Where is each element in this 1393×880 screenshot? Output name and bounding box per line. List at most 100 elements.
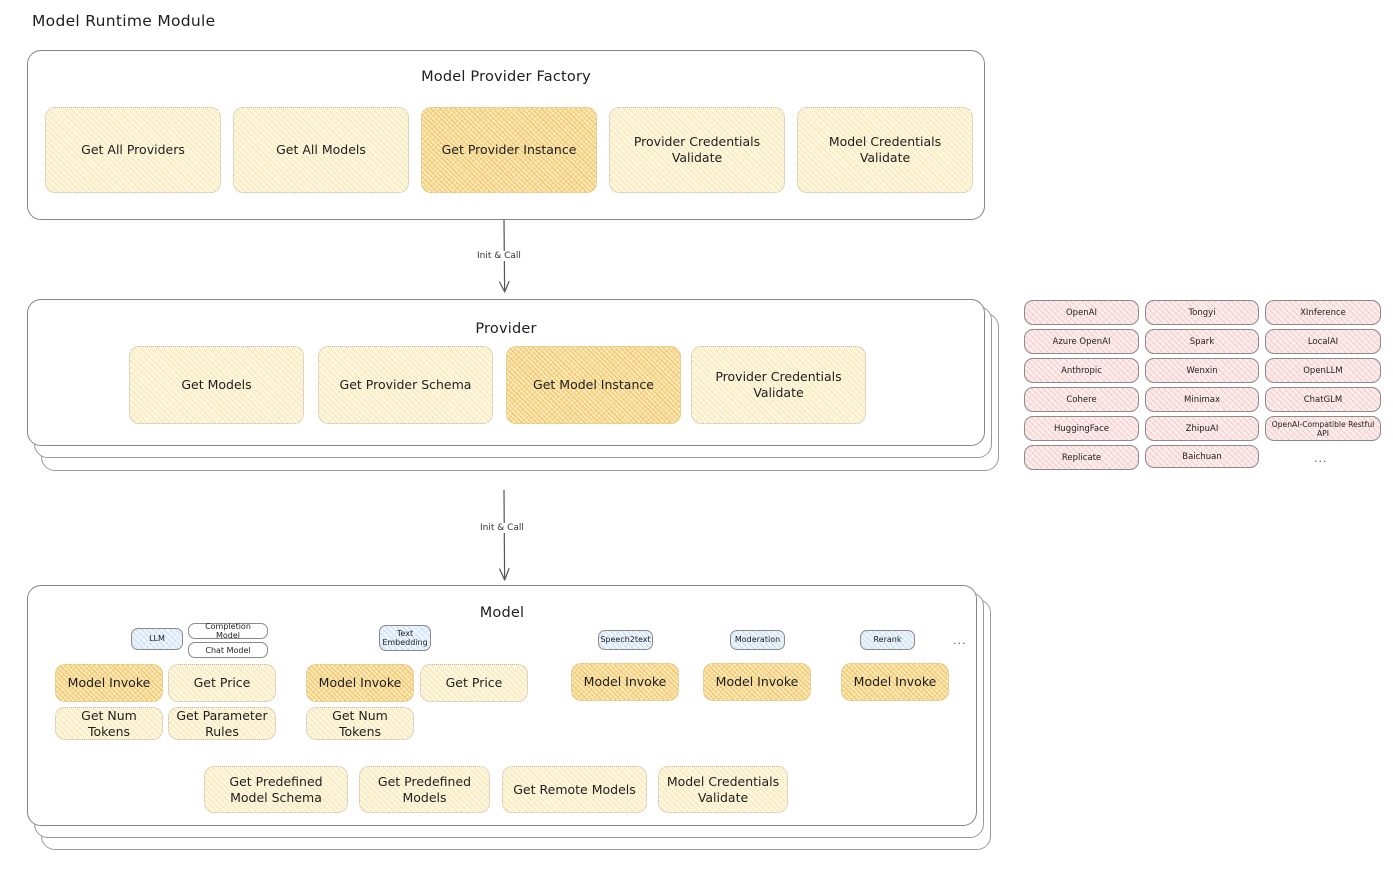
llm-op-get-parameter-rules[interactable]: Get Parameter Rules bbox=[168, 707, 276, 740]
panel-model-provider-factory: Model Provider Factory Get All Providers… bbox=[27, 50, 985, 220]
provider-chip-cohere[interactable]: Cohere bbox=[1024, 387, 1139, 412]
provider-chip-chatglm[interactable]: ChatGLM bbox=[1265, 387, 1381, 412]
op-label: Get Predefined Model Schema bbox=[229, 773, 323, 805]
op-label: Get Price bbox=[193, 675, 251, 691]
model-common-op-get-predefined-models[interactable]: Get Predefined Models bbox=[359, 766, 490, 813]
op-label: Get Remote Models bbox=[513, 781, 636, 797]
model-type-chip-text-embedding[interactable]: Text Embedding bbox=[379, 625, 431, 651]
provider-chip-openai[interactable]: OpenAI bbox=[1024, 300, 1139, 325]
provider-chip-localai[interactable]: LocalAI bbox=[1265, 329, 1381, 354]
op-label: Model Credentials Validate bbox=[666, 773, 780, 805]
factory-box-get-all-providers[interactable]: Get All Providers bbox=[45, 107, 221, 193]
provider-chip-label: Baichuan bbox=[1182, 451, 1222, 462]
factory-box-label: Get All Models bbox=[276, 142, 366, 158]
factory-box-get-all-models[interactable]: Get All Models bbox=[233, 107, 409, 193]
provider-chip-minimax[interactable]: Minimax bbox=[1145, 387, 1259, 412]
llm-op-get-num-tokens[interactable]: Get Num Tokens bbox=[55, 707, 163, 740]
panel-title-provider: Provider bbox=[475, 321, 537, 337]
page-title: Model Runtime Module bbox=[32, 12, 216, 30]
model-type-chip-speech2text[interactable]: Speech2text bbox=[598, 630, 653, 650]
model-type-label: Text Embedding bbox=[382, 628, 428, 647]
op-label: Model Invoke bbox=[715, 674, 799, 690]
provider-box-get-model-instance[interactable]: Get Model Instance bbox=[506, 346, 681, 424]
model-type-chip-rerank[interactable]: Rerank bbox=[860, 630, 915, 650]
llm-op-get-price[interactable]: Get Price bbox=[168, 664, 276, 702]
op-label: Get Price bbox=[445, 675, 503, 691]
factory-box-label: Get Provider Instance bbox=[441, 142, 577, 158]
op-label: Model Invoke bbox=[67, 675, 151, 691]
factory-box-label: Get All Providers bbox=[81, 142, 185, 158]
provider-chip-label: OpenLLM bbox=[1303, 365, 1343, 376]
model-common-op-get-remote-models[interactable]: Get Remote Models bbox=[502, 766, 647, 813]
op-label: Model Invoke bbox=[318, 675, 402, 691]
model-common-op-get-predefined-model-schema[interactable]: Get Predefined Model Schema bbox=[204, 766, 348, 813]
factory-box-provider-credentials-validate[interactable]: Provider Credentials Validate bbox=[609, 107, 785, 193]
provider-chip-label: LocalAI bbox=[1307, 336, 1339, 347]
llm-op-model-invoke[interactable]: Model Invoke bbox=[55, 664, 163, 702]
provider-chip-openllm[interactable]: OpenLLM bbox=[1265, 358, 1381, 383]
provider-box-label: Provider Credentials Validate bbox=[715, 369, 842, 400]
text-embedding-op-get-num-tokens[interactable]: Get Num Tokens bbox=[306, 707, 414, 740]
rerank-op-model-invoke[interactable]: Model Invoke bbox=[841, 663, 949, 701]
factory-box-label: Provider Credentials Validate bbox=[633, 134, 761, 165]
moderation-op-model-invoke[interactable]: Model Invoke bbox=[703, 663, 811, 701]
provider-chip-label: Azure OpenAI bbox=[1052, 336, 1111, 347]
model-subtype-label: Completion Model bbox=[205, 622, 251, 640]
provider-box-label: Get Model Instance bbox=[533, 377, 654, 393]
provider-chip-azure-openai[interactable]: Azure OpenAI bbox=[1024, 329, 1139, 354]
op-label: Get Num Tokens bbox=[332, 707, 388, 739]
factory-box-model-credentials-validate[interactable]: Model Credentials Validate bbox=[797, 107, 973, 193]
arrow-label-init-and-call-1: Init & Call bbox=[474, 251, 524, 261]
panel-title-model: Model bbox=[479, 605, 525, 621]
provider-box-label: Get Provider Schema bbox=[339, 377, 472, 393]
provider-chip-label: Minimax bbox=[1184, 394, 1220, 405]
provider-chip-label: ChatGLM bbox=[1303, 394, 1343, 405]
model-subtype-chip-completion-model[interactable]: Completion Model bbox=[188, 622, 268, 640]
op-label: Model Invoke bbox=[853, 674, 937, 690]
provider-box-provider-credentials-validate[interactable]: Provider Credentials Validate bbox=[691, 346, 866, 424]
model-subtype-chip-chat-model[interactable]: Chat Model bbox=[188, 642, 268, 658]
model-type-label: Rerank bbox=[873, 635, 902, 645]
model-type-label: Speech2text bbox=[600, 635, 651, 645]
provider-chip-label: HuggingFace bbox=[1054, 423, 1109, 434]
provider-chip-wenxin[interactable]: Wenxin bbox=[1145, 358, 1259, 383]
provider-list-more-ellipsis: ... bbox=[1314, 452, 1328, 465]
provider-chip-label: Anthropic bbox=[1061, 365, 1102, 376]
model-type-label: Moderation bbox=[734, 635, 781, 645]
model-type-label: LLM bbox=[149, 634, 165, 644]
provider-chip-zhipuai[interactable]: ZhipuAI bbox=[1145, 416, 1259, 441]
arrow-provider-to-model bbox=[499, 489, 510, 581]
text-embedding-op-get-price[interactable]: Get Price bbox=[420, 664, 528, 702]
provider-chip-anthropic[interactable]: Anthropic bbox=[1024, 358, 1139, 383]
model-type-chip-llm[interactable]: LLM bbox=[131, 628, 183, 650]
provider-chip-label: Tongyi bbox=[1188, 307, 1216, 318]
model-common-op-model-credentials-validate[interactable]: Model Credentials Validate bbox=[658, 766, 788, 813]
op-label: Get Parameter Rules bbox=[176, 707, 268, 739]
provider-chip-xinference[interactable]: XInference bbox=[1265, 300, 1381, 325]
provider-chip-label: Replicate bbox=[1061, 452, 1102, 463]
provider-chip-huggingface[interactable]: HuggingFace bbox=[1024, 416, 1139, 441]
provider-chip-baichuan[interactable]: Baichuan bbox=[1145, 445, 1259, 468]
op-label: Get Predefined Models bbox=[377, 773, 472, 805]
text-embedding-op-model-invoke[interactable]: Model Invoke bbox=[306, 664, 414, 702]
model-subtype-label: Chat Model bbox=[205, 645, 251, 655]
provider-chip-label: Cohere bbox=[1066, 394, 1097, 405]
panel-title-model-provider-factory: Model Provider Factory bbox=[421, 69, 591, 85]
provider-chip-label: Spark bbox=[1189, 336, 1215, 347]
factory-box-label: Model Credentials Validate bbox=[828, 134, 942, 165]
provider-box-get-models[interactable]: Get Models bbox=[129, 346, 304, 424]
provider-chip-label: Wenxin bbox=[1186, 365, 1218, 376]
model-types-more-ellipsis: ... bbox=[953, 634, 967, 647]
provider-chip-openai-compatible-restful-api[interactable]: OpenAI-Compatible Restful API bbox=[1265, 416, 1381, 441]
provider-chip-replicate[interactable]: Replicate bbox=[1024, 445, 1139, 470]
provider-chip-tongyi[interactable]: Tongyi bbox=[1145, 300, 1259, 325]
speech2text-op-model-invoke[interactable]: Model Invoke bbox=[571, 663, 679, 701]
provider-chip-spark[interactable]: Spark bbox=[1145, 329, 1259, 354]
factory-box-get-provider-instance[interactable]: Get Provider Instance bbox=[421, 107, 597, 193]
provider-box-get-provider-schema[interactable]: Get Provider Schema bbox=[318, 346, 493, 424]
panel-model: Model LLM Completion Model Chat Model Mo… bbox=[27, 585, 977, 826]
provider-box-label: Get Models bbox=[181, 377, 252, 393]
model-type-chip-moderation[interactable]: Moderation bbox=[730, 630, 785, 650]
provider-chip-label: ZhipuAI bbox=[1185, 423, 1219, 434]
